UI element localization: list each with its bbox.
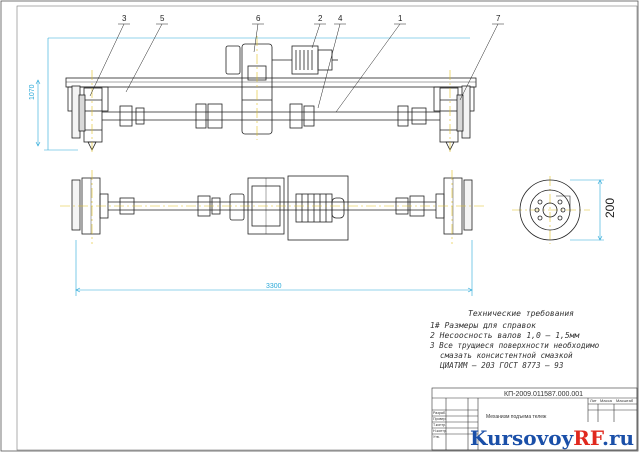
dimension-wheel-diameter: 200: [603, 198, 617, 218]
callout-labels: 3 5 6 2 4 1 7: [122, 14, 501, 23]
callout-5: 5: [160, 14, 165, 23]
notes-line-5: ЦИАТИМ – 203 ГОСТ 8773 – 93: [439, 361, 564, 370]
notes-line-2: 2 Несоосность валов 1,0 – 1,5мм: [430, 331, 580, 340]
notes-line-1: 1# Размеры для справок: [430, 321, 536, 330]
leader-lines: [89, 23, 504, 113]
col-label-scale: Масштаб: [616, 398, 634, 403]
row-label-approved: Утв.: [433, 435, 440, 439]
top-view: [71, 175, 473, 241]
col-label-lit: Лит: [590, 398, 597, 403]
left-wheel: [71, 85, 103, 151]
dimension-height-left: 1070: [29, 84, 36, 100]
left-bracket: [67, 86, 109, 112]
front-view: [65, 43, 477, 151]
watermark-suffix: .ru: [602, 426, 635, 450]
title-designation: КП-2009.011587.000.001: [504, 391, 583, 398]
watermark-logo: KursovoyRF.ru: [470, 426, 636, 450]
dimension-overall-length: 3300: [266, 283, 282, 290]
callout-4: 4: [338, 14, 343, 23]
dimension-lines: [35, 37, 604, 296]
col-label-mass: Масса: [600, 398, 613, 403]
wheel-outer: [519, 179, 581, 241]
callout-2: 2: [318, 14, 323, 23]
axis-lines: [60, 36, 590, 244]
notes-line-3: 3 Все трущиеся поверхности необходимо: [429, 341, 600, 350]
title-col-labels: Лит Масса Масштаб: [590, 398, 634, 403]
callout-3: 3: [122, 14, 127, 23]
technical-requirements: Технические требования 1# Размеры для сп…: [429, 308, 600, 370]
callout-6: 6: [256, 14, 261, 23]
title-name: Механизм подъема тележ: [486, 414, 547, 420]
title-block: [431, 387, 638, 451]
title-row-labels: Разраб. Провер. Т.контр. Н.контр. Утв.: [433, 411, 447, 439]
inner-frame: [16, 5, 638, 451]
top-motor: [287, 175, 349, 241]
notes-line-4: смазать консистентной смазкой: [440, 351, 573, 360]
right-wheel: [439, 85, 471, 151]
wheel-side-view: [519, 179, 581, 241]
row-label-tech-control: Т.контр.: [433, 423, 446, 427]
notes-heading: Технические требования: [468, 308, 574, 318]
row-label-norm-control: Н.контр.: [433, 429, 447, 433]
row-label-checker: Провер.: [433, 417, 446, 421]
right-bracket: [433, 86, 475, 112]
row-label-developer: Разраб.: [433, 411, 446, 415]
watermark-accent: RF: [573, 426, 603, 450]
watermark-main: KursovoyRF: [470, 426, 603, 450]
callout-7: 7: [496, 14, 501, 23]
callout-1: 1: [398, 14, 403, 23]
top-rail: [65, 77, 477, 88]
